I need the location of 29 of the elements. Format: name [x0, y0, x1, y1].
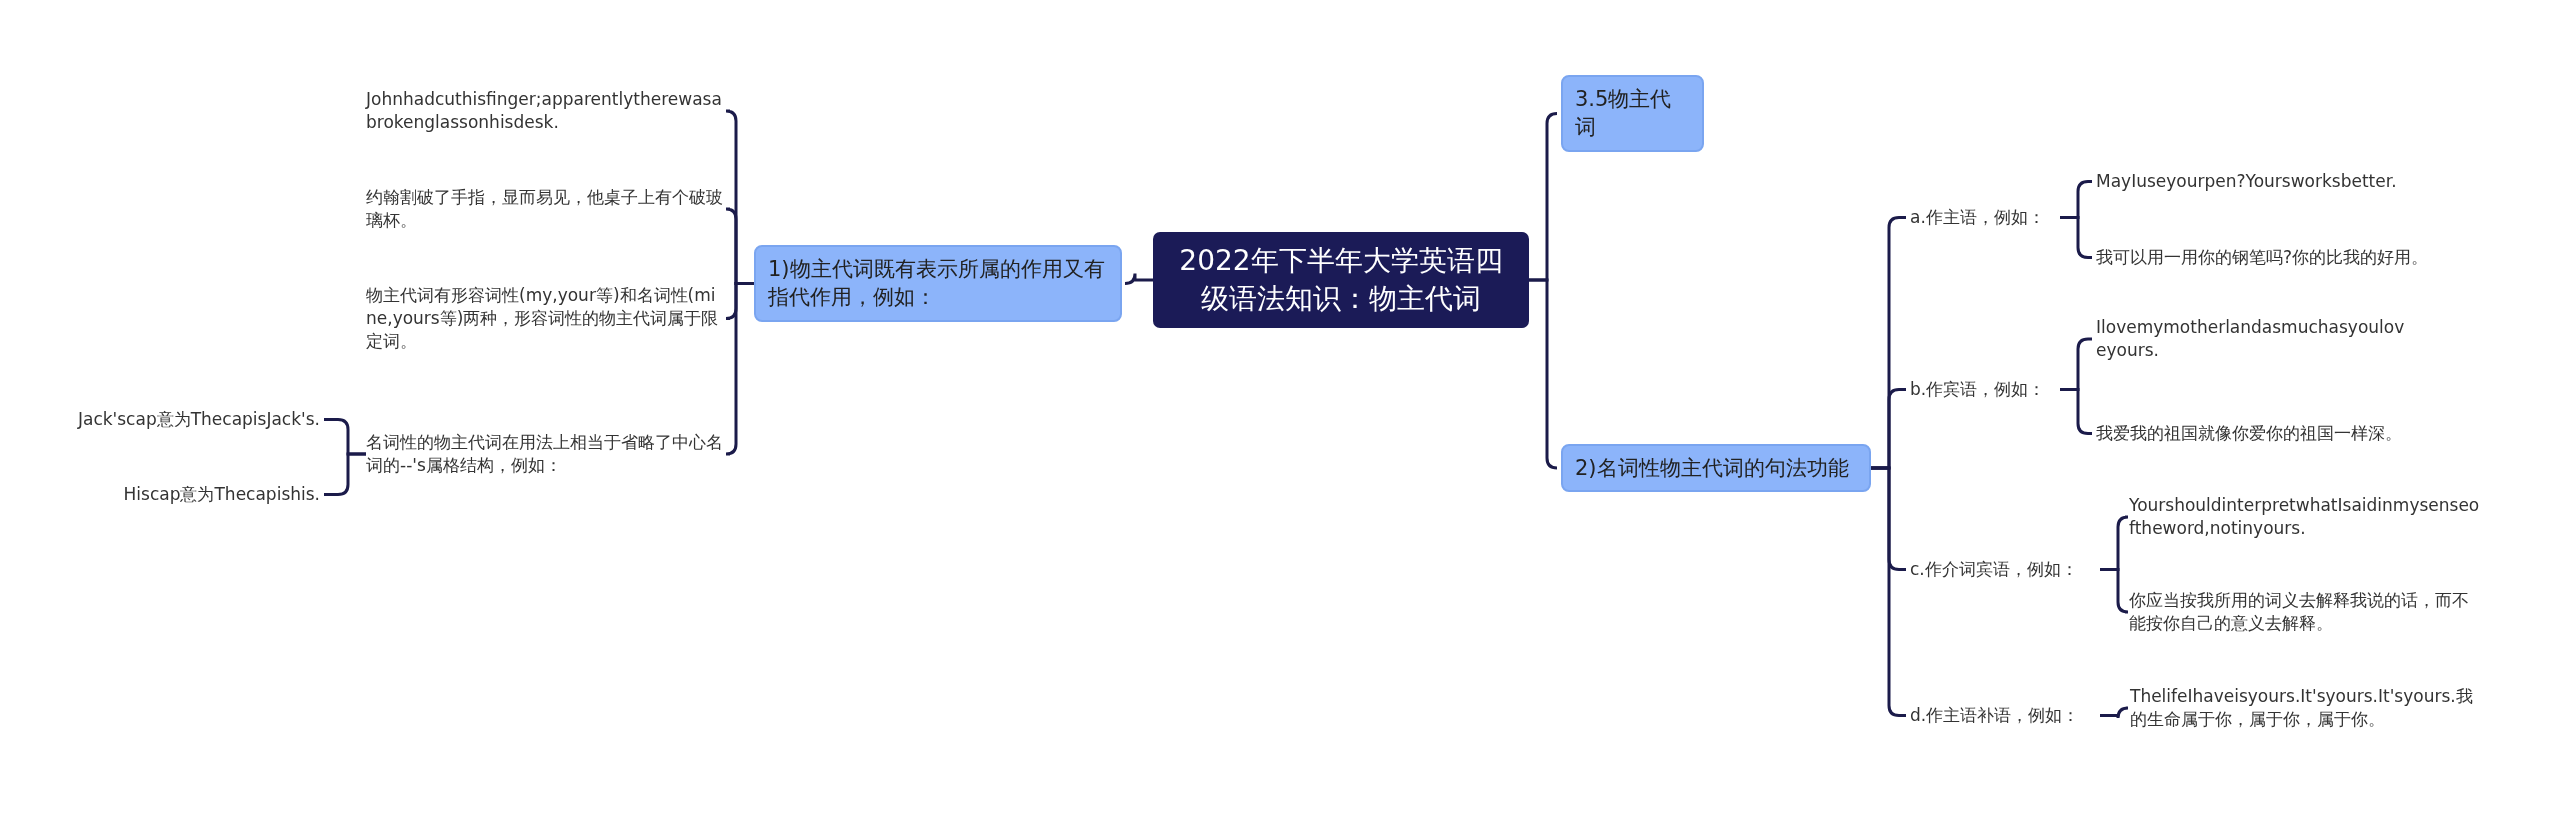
example-text: Ilovemymotherlandasmuchasyouloveyours.: [2096, 316, 2406, 362]
item-text: d.作主语补语，例如：: [1910, 704, 2100, 727]
example-text: 我可以用一用你的钢笔吗?你的比我的好用。: [2096, 246, 2456, 269]
example-text: ThelifeIhaveisyours.It'syours.It'syours.我的生命属于你，属于你，属于你。: [2130, 685, 2482, 731]
item-text: c.作介词宾语，例如：: [1910, 558, 2100, 581]
topic-box: 1)物主代词既有表示所属的作用又有指代作用，例如：: [754, 245, 1122, 322]
note-text: 物主代词有形容词性(my,your等)和名词性(mine,yours等)两种，形容词性的物主代词属于限定词。: [366, 284, 726, 353]
connector-line: [1123, 272, 1153, 285]
connector-line: [1529, 278, 1559, 470]
example-text: Hiscap意为Thecapishis.: [40, 483, 320, 506]
title-box: 2022年下半年大学英语四级语法知识：物主代词: [1153, 232, 1529, 328]
example-text: YourshouldinterpretwhatIsaidinmysenseoftheword,notinyours.: [2129, 494, 2481, 540]
example-text: 我爱我的祖国就像你爱你的祖国一样深。: [2096, 422, 2456, 445]
connector-line: [324, 452, 366, 496]
connector-line: [2060, 216, 2092, 259]
item-text: b.作宾语，例如：: [1910, 378, 2060, 401]
topic-box: 3.5物主代词: [1561, 75, 1704, 152]
note-text: 名词性的物主代词在用法上相当于省略了中心名词的--'s属格结构，例如：: [366, 431, 726, 477]
topic-box: 2)名词性物主代词的句法功能: [1561, 444, 1871, 493]
connector-line: [2100, 568, 2130, 614]
example-text: 约翰割破了手指，显而易见，他桌子上有个破玻璃杯。: [366, 186, 726, 232]
item-text: a.作主语，例如：: [1910, 206, 2060, 229]
connector-line: [724, 282, 754, 456]
example-text: Jack'scap意为ThecapisJack's.: [40, 408, 320, 431]
example-text: MayIuseyourpen?Yoursworksbetter.: [2096, 170, 2456, 193]
example-text: 你应当按我所用的词义去解释我说的话，而不能按你自己的意义去解释。: [2129, 589, 2481, 635]
example-text: Johnhadcuthisfinger;apparentlytherewasa brokenglassonhisdesk.: [366, 88, 726, 134]
connector-line: [2100, 706, 2130, 720]
connector-line: [2060, 388, 2092, 435]
